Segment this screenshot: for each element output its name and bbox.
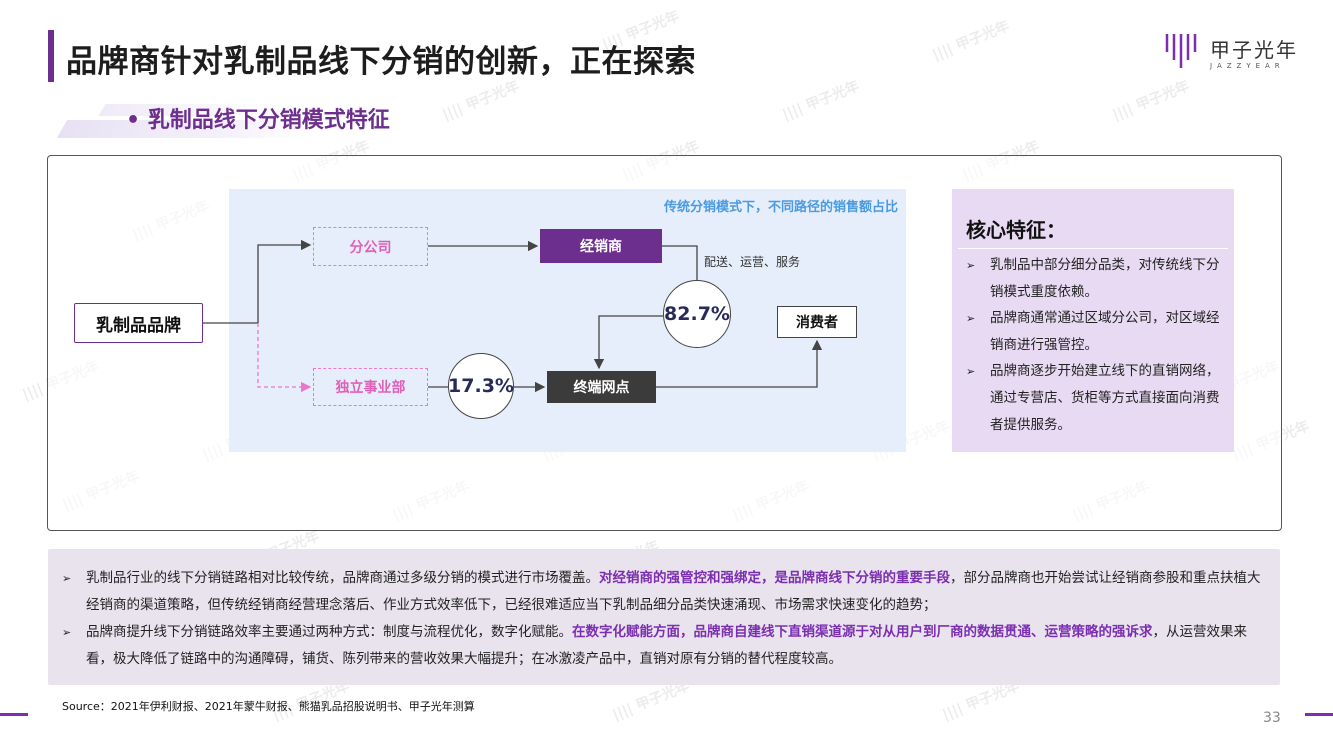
logo-text-en: JAZZYEAR bbox=[1210, 62, 1285, 70]
bullet-arrow-icon: ➢ bbox=[966, 312, 976, 325]
title-accent-bar bbox=[48, 30, 54, 82]
node-brand: 乳制品品牌 bbox=[74, 303, 203, 343]
dealer-share-circle: 82.7% bbox=[663, 280, 731, 348]
footer-accent bbox=[1305, 713, 1333, 716]
core-feature-item: ➢ 品牌商通常通过区域分公司，对区域经销商进行强管控。 bbox=[966, 305, 1220, 359]
page-title: 品牌商针对乳制品线下分销的创新，正在探索 bbox=[66, 44, 696, 80]
core-feature-item: ➢ 品牌商逐步开始建立线下的直销网络，通过专营店、货柜等方式直接面向消费者提供服… bbox=[966, 358, 1220, 439]
core-features-panel bbox=[952, 189, 1234, 452]
bullet-arrow-icon: ➢ bbox=[62, 626, 72, 639]
footer-accent bbox=[0, 713, 28, 716]
node-branch-office: 分公司 bbox=[313, 227, 428, 266]
jazzyear-logo-icon bbox=[1164, 30, 1200, 80]
summary-paragraph: ➢ 乳制品行业的线下分销链路相对比较传统，品牌商通过多级分销的模式进行市场覆盖。… bbox=[62, 565, 1272, 619]
bullet-arrow-icon: ➢ bbox=[966, 365, 976, 378]
logo-text: 甲子光年 bbox=[1210, 38, 1298, 62]
summary-paragraph: ➢ 品牌商提升线下分销链路效率主要通过两种方式：制度与流程优化，数字化赋能。在数… bbox=[62, 619, 1272, 673]
source-note: Source：2021年伊利财报、2021年蒙牛财报、熊猫乳品招股说明书、甲子光… bbox=[62, 700, 475, 713]
summary-panel bbox=[48, 549, 1280, 685]
node-consumer: 消费者 bbox=[777, 306, 857, 338]
bullet-arrow-icon: ➢ bbox=[966, 259, 976, 272]
core-features-title: 核心特征： bbox=[966, 218, 1066, 242]
highlight-text: 在数字化赋能方面，品牌商自建线下直销渠道源于对从用户到厂商的数据贯通、运营策略的… bbox=[572, 624, 1153, 640]
highlight-text: 对经销商的强管控和强绑定，是品牌商线下分销的重要手段 bbox=[599, 570, 950, 586]
divider bbox=[958, 248, 1228, 249]
direct-share-circle: 17.3% bbox=[448, 353, 514, 419]
delivery-label: 配送、运营、服务 bbox=[704, 255, 801, 269]
node-independent-division: 独立事业部 bbox=[313, 368, 428, 406]
node-dealer: 经销商 bbox=[540, 229, 662, 263]
diagram-caption: 传统分销模式下，不同路径的销售额占比 bbox=[663, 200, 898, 215]
section-subtitle: • 乳制品线下分销模式特征 bbox=[126, 108, 390, 133]
page-number: 33 bbox=[1263, 710, 1281, 726]
bullet-arrow-icon: ➢ bbox=[62, 572, 72, 585]
core-feature-item: ➢ 乳制品中部分细分品类，对传统线下分销模式重度依赖。 bbox=[966, 252, 1220, 306]
node-terminal-outlet: 终端网点 bbox=[547, 371, 656, 403]
